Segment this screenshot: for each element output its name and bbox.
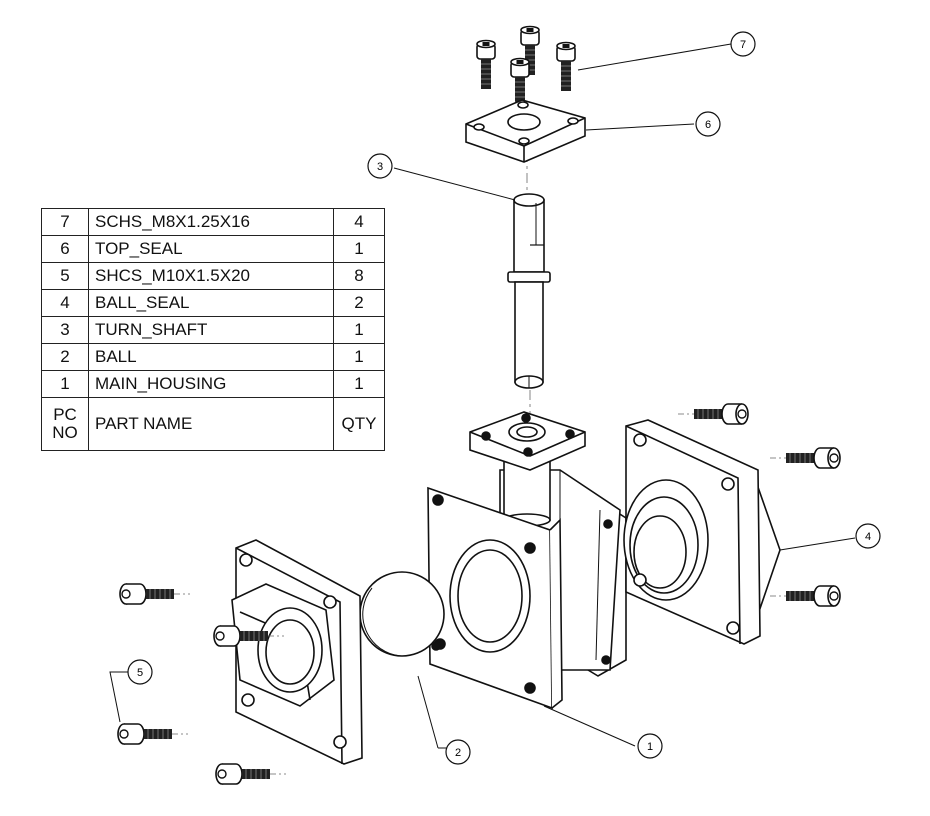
bom-pc-no: 5 <box>41 262 89 290</box>
turn-shaft <box>507 193 551 389</box>
bom-part-name: SCHS_M8X1.25X16 <box>88 208 334 236</box>
svg-text:7: 7 <box>740 39 746 51</box>
svg-text:5: 5 <box>137 667 143 679</box>
bom-part-name: TOP_SEAL <box>88 235 334 263</box>
bom-header-qty: QTY <box>333 397 385 451</box>
bom-qty: 1 <box>333 235 385 263</box>
leader-lines <box>109 43 856 749</box>
bom-pc-no: 3 <box>41 316 89 344</box>
bom-header-no: NO <box>52 423 78 442</box>
bom-row: 6 TOP_SEAL 1 <box>41 235 385 263</box>
balloon-6: 6 <box>695 111 721 137</box>
bom-header-row: PC NO PART NAME QTY <box>41 397 385 451</box>
bom-part-name: BALL_SEAL <box>88 289 334 317</box>
balloon-1: 1 <box>637 733 663 759</box>
bom-part-name: SHCS_M10X1.5X20 <box>88 262 334 290</box>
balloon-7: 7 <box>730 31 756 57</box>
balloon-3: 3 <box>367 153 393 179</box>
ball-seal-left <box>231 539 363 765</box>
bom-row: 7 SCHS_M8X1.25X16 4 <box>41 208 385 236</box>
svg-text:4: 4 <box>865 531 871 543</box>
bom-qty: 2 <box>333 289 385 317</box>
ball-seal-right <box>623 419 781 645</box>
svg-text:2: 2 <box>455 747 461 759</box>
svg-text:6: 6 <box>705 119 711 131</box>
svg-text:1: 1 <box>647 741 653 753</box>
ball <box>359 571 445 657</box>
bom-row: 5 SHCS_M10X1.5X20 8 <box>41 262 385 290</box>
top-screws <box>476 25 576 108</box>
bom-pc-no: 2 <box>41 343 89 371</box>
bom-pc-no: 1 <box>41 370 89 398</box>
bom-qty: 4 <box>333 208 385 236</box>
bom-part-name: MAIN_HOUSING <box>88 370 334 398</box>
bom-row: 3 TURN_SHAFT 1 <box>41 316 385 344</box>
main-housing <box>427 411 627 710</box>
bill-of-materials-table: 7 SCHS_M8X1.25X16 4 6 TOP_SEAL 1 5 SHCS_… <box>41 208 385 451</box>
bom-part-name: TURN_SHAFT <box>88 316 334 344</box>
bom-header-pc: PC <box>53 405 77 424</box>
bom-pc-no: 6 <box>41 235 89 263</box>
bom-qty: 8 <box>333 262 385 290</box>
bom-header-pc-no: PC NO <box>41 397 89 451</box>
bom-row: 2 BALL 1 <box>41 343 385 371</box>
top-seal-plate <box>465 99 586 163</box>
svg-text:3: 3 <box>377 161 383 173</box>
bom-header-part-name: PART NAME <box>88 397 334 451</box>
bom-pc-no: 7 <box>41 208 89 236</box>
bom-qty: 1 <box>333 343 385 371</box>
balloon-2: 2 <box>445 739 471 765</box>
bom-row: 1 MAIN_HOUSING 1 <box>41 370 385 398</box>
bom-qty: 1 <box>333 370 385 398</box>
bom-part-name: BALL <box>88 343 334 371</box>
balloon-4: 4 <box>855 523 881 549</box>
bom-qty: 1 <box>333 316 385 344</box>
bom-pc-no: 4 <box>41 289 89 317</box>
bom-row: 4 BALL_SEAL 2 <box>41 289 385 317</box>
balloon-5: 5 <box>127 659 153 685</box>
